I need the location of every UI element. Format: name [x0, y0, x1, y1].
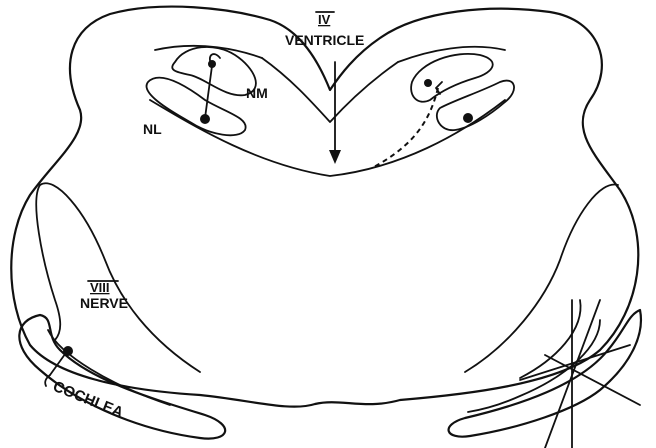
nm-label: NM	[246, 85, 268, 101]
left-nm-cell-dot	[208, 60, 216, 68]
cochlear-fiber-tip	[45, 375, 50, 386]
right-lateral-contour	[465, 185, 618, 372]
left-nerve-contour	[40, 183, 200, 372]
cochlear-cell-dot	[63, 346, 73, 356]
left-nerve-inner	[36, 185, 60, 340]
right-lobe-outer	[449, 310, 641, 437]
left-nl-cell-dot	[200, 114, 210, 124]
nerve-numeral-label: VIII	[90, 280, 110, 295]
ventricle-arrow-head	[329, 150, 341, 164]
right-nm-cell-dot	[424, 79, 432, 87]
nl-label: NL	[143, 121, 162, 137]
left-nm-nl-axon	[205, 66, 212, 118]
nerve-label: NERVE	[80, 295, 128, 311]
ventricle-label: VENTRICLE	[285, 32, 364, 48]
hatch-line-2	[520, 345, 630, 380]
right-nl-cell-dot	[463, 113, 473, 123]
ventricle-numeral-label: IV	[318, 12, 331, 27]
ventricle-floor	[150, 100, 505, 176]
nm-right-nucleus	[411, 54, 493, 102]
brainstem-outline	[11, 7, 638, 407]
